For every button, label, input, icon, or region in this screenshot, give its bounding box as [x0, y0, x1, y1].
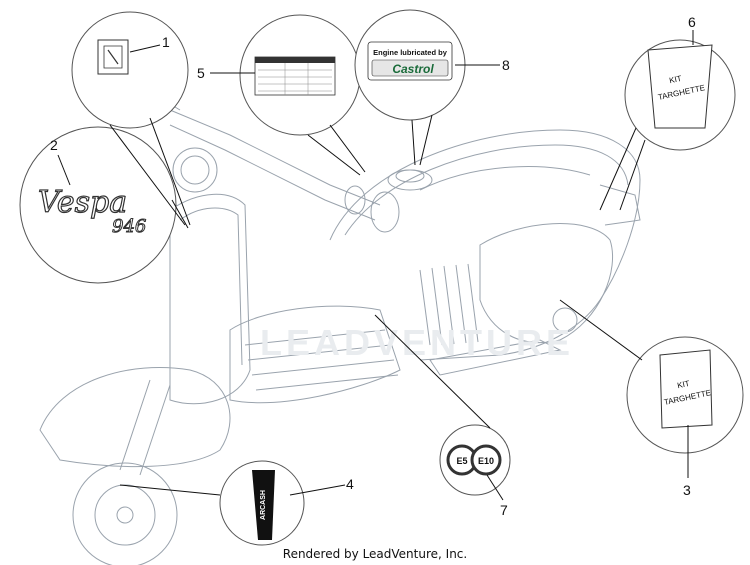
callout-number-5: 5 [197, 65, 205, 81]
leader-lines [109, 114, 646, 496]
callout-number-4: 4 [346, 476, 354, 492]
callout-number-2: 2 [50, 137, 58, 153]
detail-circle-1-5 [71, 11, 189, 129]
castrol-brand-text: Castrol [392, 62, 434, 76]
engine-lubricated-text: Engine lubricated by [373, 48, 448, 57]
watermark-text: LEADVENTURE [260, 322, 574, 363]
arcash-decal-text: ARCASH [260, 490, 267, 520]
callout-number-8: 8 [502, 57, 510, 73]
callout-number-3: 3 [683, 482, 691, 498]
detail-circle-3: KIT TARGHETTE [626, 336, 744, 454]
detail-circle-5 [239, 14, 361, 136]
callout-number-6: 6 [688, 14, 696, 30]
detail-circle-8: Engine lubricated by Castrol [354, 9, 466, 121]
callout-number-7: 7 [500, 502, 508, 518]
kit-3-line1: KIT [676, 379, 690, 390]
callout-number-1: 1 [162, 34, 170, 50]
number-pointers [57, 30, 694, 501]
detail-circle-6: KIT TARGHETTE [624, 39, 736, 151]
detail-circle-7: E5 E10 [439, 424, 511, 496]
rendered-by-footer: Rendered by LeadVenture, Inc. [283, 547, 467, 561]
vespa-model-text: 946 [112, 216, 146, 237]
kit-6-line1: KIT [668, 74, 682, 85]
e5-badge-text: E5 [456, 456, 467, 466]
decal-5-label [254, 56, 336, 96]
scooter-outline [39, 91, 641, 565]
e10-badge-text: E10 [478, 456, 494, 466]
detail-circle-2: Vespa 946 [19, 126, 177, 284]
detail-circle-4: ARCASH [219, 460, 305, 546]
vespa-script-text: Vespa [38, 185, 127, 220]
